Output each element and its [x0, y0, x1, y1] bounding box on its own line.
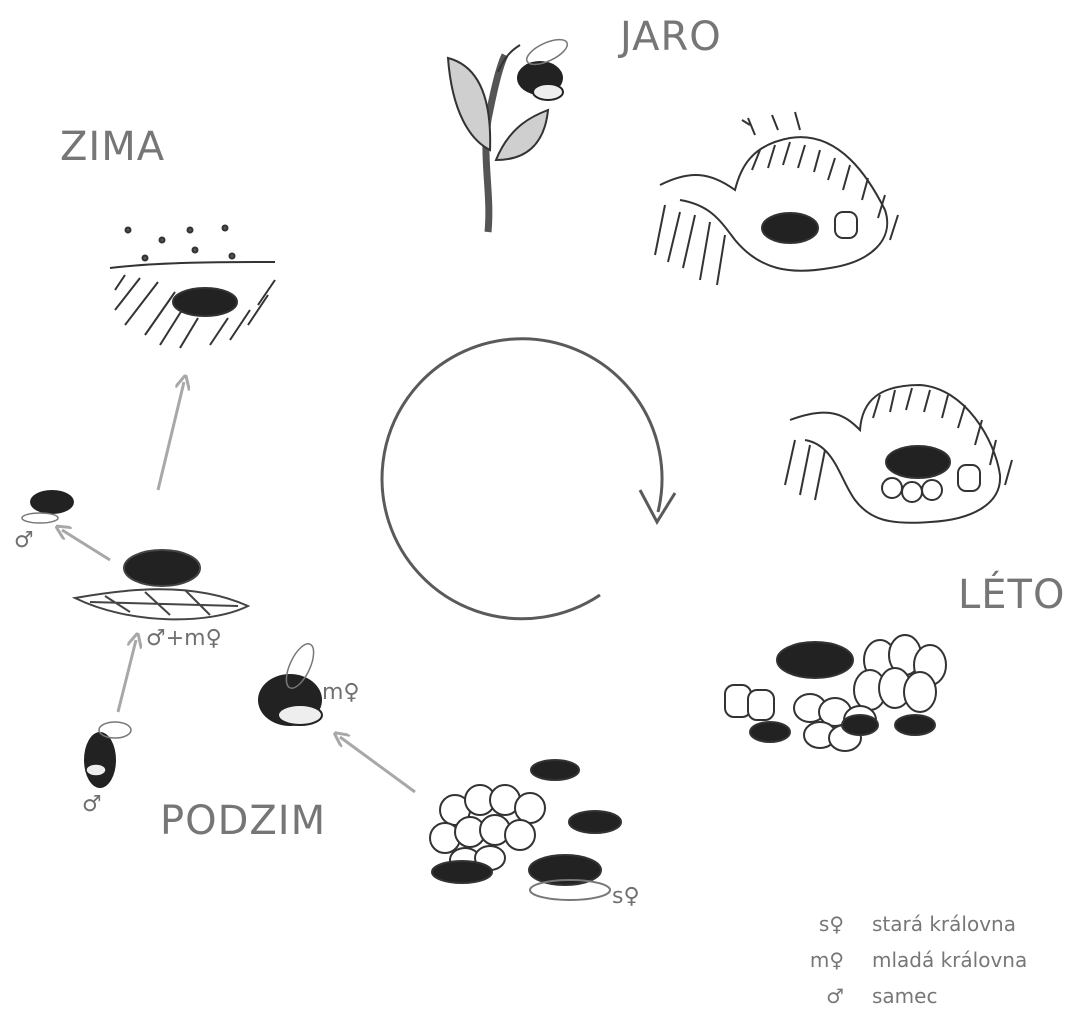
- arrow-to-male-flight: [62, 530, 110, 560]
- male-bee-icon: [84, 722, 131, 788]
- legend-symbol: m♀: [790, 948, 844, 972]
- season-label-autumn: PODZIM: [160, 798, 326, 844]
- legend-item-young-queen: m♀ mladá královna: [790, 948, 1070, 978]
- season-label-winter: ZIMA: [60, 124, 165, 170]
- bee-icon: [517, 35, 571, 100]
- arrow-to-young-queen: [340, 737, 415, 792]
- male-plus-young-queen-symbol: ♂+m♀: [146, 626, 222, 651]
- legend-item-old-queen: s♀ stará královna: [790, 912, 1070, 942]
- legend-item-male: ♂ samec: [790, 984, 1070, 1014]
- arrow-to-winter: [158, 382, 184, 490]
- old-queen-symbol: s♀: [612, 884, 640, 909]
- flying-male-bee-icon: [22, 490, 74, 523]
- legend-text: samec: [872, 984, 937, 1008]
- spring-nest-illustration: [655, 112, 898, 285]
- legend-text: mladá královna: [872, 948, 1027, 972]
- cycle-arrow: [382, 339, 675, 619]
- young-queen-symbol: m♀: [322, 680, 360, 705]
- arrow-to-mating: [118, 640, 136, 712]
- male-symbol-autumn: ♂: [82, 792, 102, 817]
- winter-hibernation-illustration: [110, 226, 275, 349]
- male-symbol-flight: ♂: [14, 528, 34, 553]
- spring-plant-illustration: [448, 35, 571, 232]
- legend-symbol: s♀: [790, 912, 844, 936]
- autumn-colony-illustration: [430, 760, 621, 900]
- season-label-spring: JARO: [620, 14, 722, 60]
- progress-arrows: [62, 382, 415, 792]
- mating-leaf-illustration: [75, 550, 248, 619]
- legend-text: stará královna: [872, 912, 1016, 936]
- legend-symbol: ♂: [790, 984, 844, 1008]
- summer-colony-illustration: [725, 635, 946, 751]
- summer-nest-illustration: [785, 385, 1012, 523]
- season-label-summer: LÉTO: [958, 572, 1065, 618]
- young-queen-bee-icon: [258, 640, 322, 726]
